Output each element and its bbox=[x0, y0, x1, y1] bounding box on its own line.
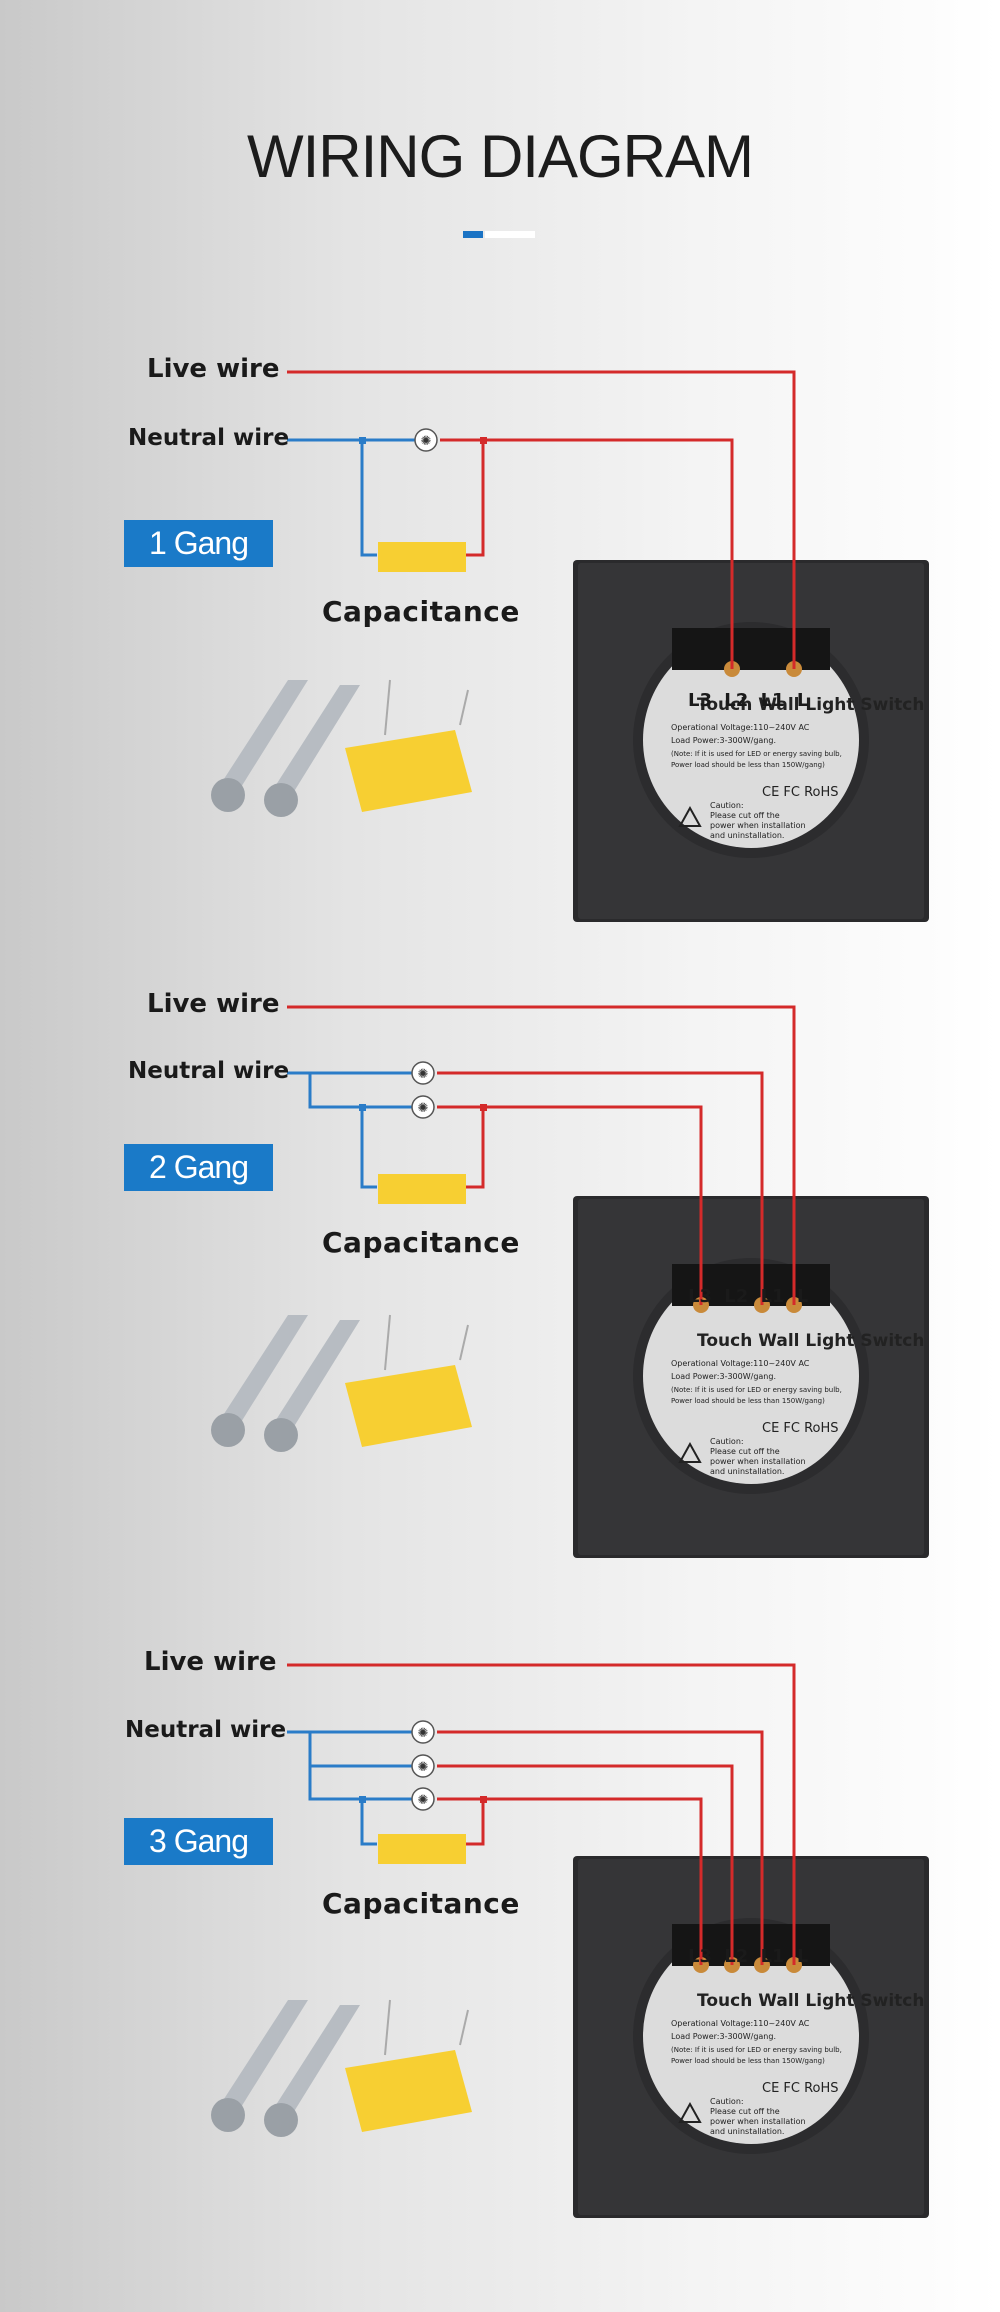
svg-text:✺: ✺ bbox=[418, 1066, 429, 1081]
section-1-gang: ✺ Touch Wall Light Switch Operational Vo… bbox=[0, 330, 1000, 1020]
switch-label-disc bbox=[643, 1928, 859, 2144]
capacitor-icon bbox=[345, 679, 472, 812]
svg-text:Please cut off the: Please cut off the bbox=[710, 2107, 780, 2116]
lightbulb-icon bbox=[411, 1754, 435, 1778]
title-underline bbox=[463, 231, 535, 238]
gang-badge: 2 Gang bbox=[124, 1144, 273, 1191]
screw-icon bbox=[264, 2005, 360, 2137]
svg-text:Caution:: Caution: bbox=[710, 2097, 744, 2106]
live-wire-line bbox=[287, 370, 796, 669]
neutral-wire-label: Neutral wire bbox=[128, 1058, 290, 1084]
svg-text:CE FC RoHS: CE FC RoHS bbox=[762, 785, 839, 800]
svg-text:Caution:: Caution: bbox=[710, 801, 744, 810]
screw-icon bbox=[264, 685, 360, 817]
switch-label-disc bbox=[643, 1268, 859, 1484]
capacitor-icon bbox=[345, 1999, 472, 2132]
svg-text:Operational Voltage:110~240V A: Operational Voltage:110~240V AC bbox=[671, 1359, 810, 1368]
switch-name: Touch Wall Light Switch bbox=[697, 1331, 924, 1351]
live-wire-line bbox=[287, 1663, 796, 1965]
svg-text:Please cut off the: Please cut off the bbox=[710, 1447, 780, 1456]
capacitor-icon bbox=[345, 1314, 472, 1447]
svg-text:Load Power:3-300W/gang.: Load Power:3-300W/gang. bbox=[671, 2032, 776, 2041]
page-title: WIRING DIAGRAM bbox=[247, 123, 754, 190]
svg-text:CE FC RoHS: CE FC RoHS bbox=[762, 1421, 839, 1436]
capacitor-symbol bbox=[378, 542, 466, 572]
svg-text:Power load should be less than: Power load should be less than 150W/gang… bbox=[671, 1397, 825, 1405]
live-wire-line bbox=[287, 1005, 796, 1305]
svg-text:Load Power:3-300W/gang.: Load Power:3-300W/gang. bbox=[671, 736, 776, 745]
svg-text:and uninstallation.: and uninstallation. bbox=[710, 831, 784, 840]
lightbulb-icon bbox=[414, 428, 438, 452]
capacitor-symbol bbox=[378, 1834, 466, 1864]
svg-text:and uninstallation.: and uninstallation. bbox=[710, 2127, 784, 2136]
svg-text:(Note: If it is used for LED o: (Note: If it is used for LED or energy s… bbox=[671, 1386, 842, 1394]
switch-label-disc bbox=[643, 632, 859, 848]
live-wire-label: Live wire bbox=[147, 354, 280, 384]
live-wire-label: Live wire bbox=[147, 989, 280, 1019]
lightbulb-icon bbox=[411, 1720, 435, 1744]
lightbulb-icon bbox=[411, 1095, 435, 1119]
warning-triangle-icon bbox=[678, 805, 702, 827]
svg-text:Load Power:3-300W/gang.: Load Power:3-300W/gang. bbox=[671, 1372, 776, 1381]
svg-text:Power load should be less than: Power load should be less than 150W/gang… bbox=[671, 761, 825, 769]
svg-text:(Note: If it is used for LED o: (Note: If it is used for LED or energy s… bbox=[671, 750, 842, 758]
terminal-labels: L3 L2 L1 L bbox=[688, 1946, 809, 1967]
svg-text:Power load should be less than: Power load should be less than 150W/gang… bbox=[671, 2057, 825, 2065]
svg-text:power when installation: power when installation bbox=[710, 2117, 806, 2126]
terminal-block bbox=[672, 628, 830, 670]
warning-triangle-icon bbox=[678, 1441, 702, 1463]
screw-icon bbox=[211, 1315, 308, 1447]
section-2-gang: ✺ ✺ Touch Wall Light Switch Operational … bbox=[0, 963, 1000, 1653]
svg-text:(Note: If it is used for LED o: (Note: If it is used for LED or energy s… bbox=[671, 2046, 842, 2054]
capacitor-symbol bbox=[378, 1174, 466, 1204]
switch-name: Touch Wall Light Switch bbox=[697, 695, 924, 715]
switched-wire-line bbox=[440, 438, 734, 669]
svg-text:power when installation: power when installation bbox=[710, 1457, 806, 1466]
lightbulb-icon bbox=[411, 1787, 435, 1811]
svg-text:✺: ✺ bbox=[418, 1759, 429, 1774]
screw-icon bbox=[211, 680, 308, 812]
screw-icon bbox=[211, 2000, 308, 2132]
neutral-wire-label: Neutral wire bbox=[128, 425, 290, 451]
section-3-gang: ✺ ✺ ✺ Touch Wall Light Switch Operationa… bbox=[0, 1622, 1000, 2312]
capacitance-label: Capacitance bbox=[322, 595, 520, 628]
svg-text:Caution:: Caution: bbox=[710, 1437, 744, 1446]
capacitance-label: Capacitance bbox=[322, 1226, 520, 1259]
svg-text:✺: ✺ bbox=[418, 1100, 429, 1115]
svg-text:Operational Voltage:110~240V A: Operational Voltage:110~240V AC bbox=[671, 2019, 810, 2028]
warning-triangle-icon bbox=[678, 2101, 702, 2123]
capacitance-label: Capacitance bbox=[322, 1887, 520, 1920]
wiring-svg: ✺ ✺ ✺ Touch Wall Light Switch Operationa… bbox=[211, 1663, 929, 2218]
screw-icon bbox=[264, 1320, 360, 1452]
switch-name: Touch Wall Light Switch bbox=[697, 1991, 924, 2011]
svg-text:CE FC RoHS: CE FC RoHS bbox=[762, 2081, 839, 2096]
lightbulb-icon bbox=[411, 1061, 435, 1085]
wiring-svg: ✺ ✺ Touch Wall Light Switch Operational … bbox=[211, 1005, 929, 1558]
svg-text:power when installation: power when installation bbox=[710, 821, 806, 830]
svg-text:Operational Voltage:110~240V A: Operational Voltage:110~240V AC bbox=[671, 723, 810, 732]
svg-text:and uninstallation.: and uninstallation. bbox=[710, 1467, 784, 1476]
wiring-svg: ✺ Touch Wall Light Switch Operational Vo… bbox=[211, 370, 929, 922]
terminal-labels: L3 L2 L1 L bbox=[688, 690, 809, 711]
svg-text:✺: ✺ bbox=[418, 1725, 429, 1740]
gang-badge: 1 Gang bbox=[124, 520, 273, 567]
gang-badge: 3 Gang bbox=[124, 1818, 273, 1865]
svg-text:✺: ✺ bbox=[421, 433, 432, 448]
svg-text:Please cut off the: Please cut off the bbox=[710, 811, 780, 820]
neutral-wire-label: Neutral wire bbox=[125, 1717, 287, 1743]
live-wire-label: Live wire bbox=[144, 1647, 277, 1677]
terminal-labels: L3 L2 L1 L bbox=[688, 1286, 809, 1307]
svg-text:✺: ✺ bbox=[418, 1792, 429, 1807]
